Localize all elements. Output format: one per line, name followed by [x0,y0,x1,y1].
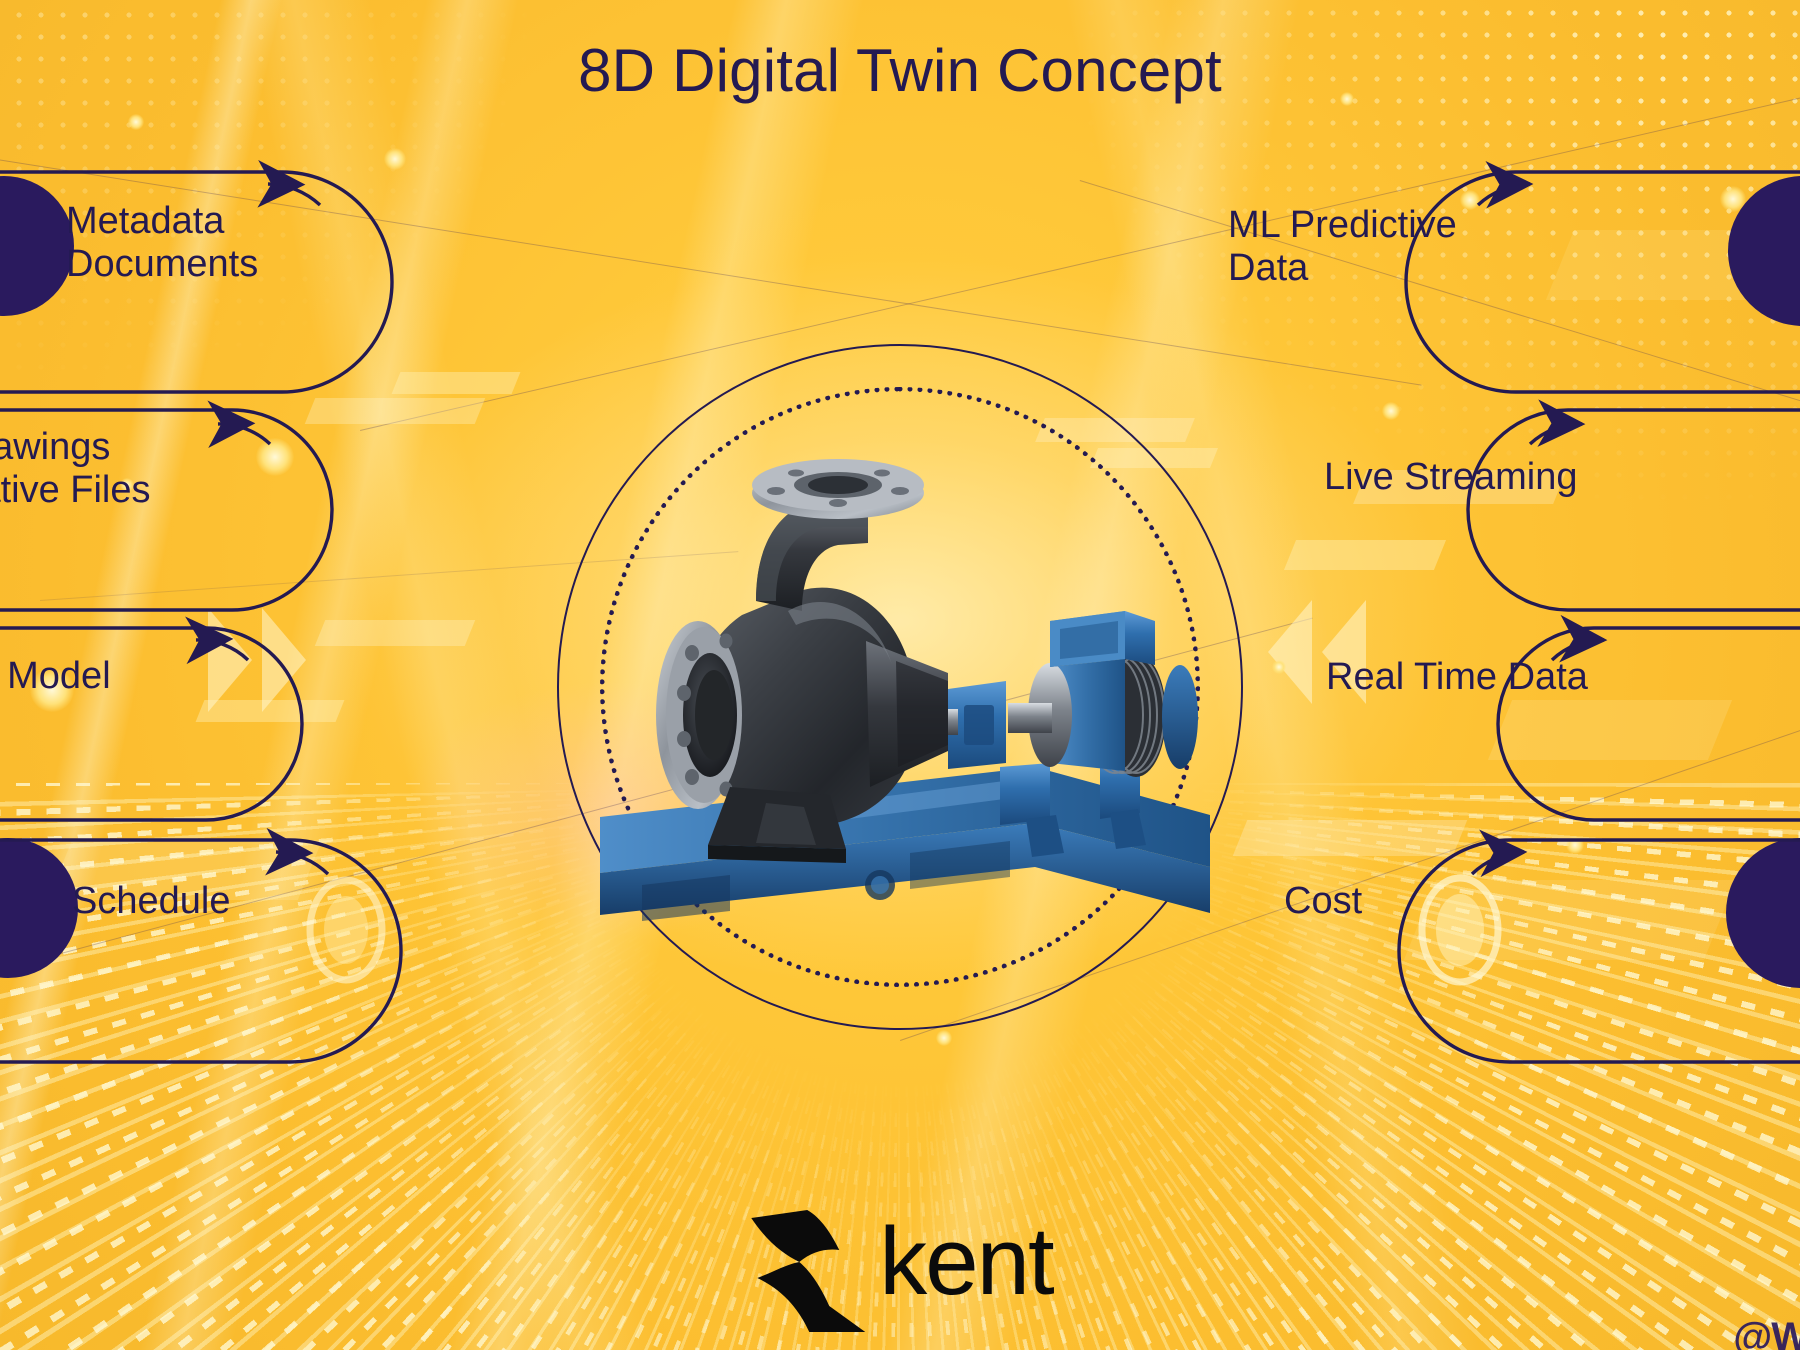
pump-casing [656,459,948,863]
kent-bowtie-mark [751,1210,866,1332]
label-metadata-documents: Metadata Documents [66,200,259,285]
label-3d-model: 3D Model [7,655,111,697]
outer-ring [557,344,1243,1030]
label-live-streaming: Live Streaming [1324,456,1578,498]
label-schedule: Schedule [72,880,231,922]
pump-motor [910,611,1198,857]
label-drawings-native-files: Drawings Native Files [0,426,151,511]
watermark-text: @W [1733,1315,1800,1350]
label-cost: Cost [1284,880,1363,922]
kent-wordmark: kent [879,1208,1054,1315]
label-ml-predictive-data: ML Predictive Data [1228,204,1457,289]
kent-logo: kent [747,1192,1055,1332]
label-real-time-data: Real Time Data [1326,656,1588,698]
page-title: 8D Digital Twin Concept [578,37,1222,104]
inner-dotted-ring [600,387,1200,987]
centrifugal-pump-illustration [600,459,1210,921]
